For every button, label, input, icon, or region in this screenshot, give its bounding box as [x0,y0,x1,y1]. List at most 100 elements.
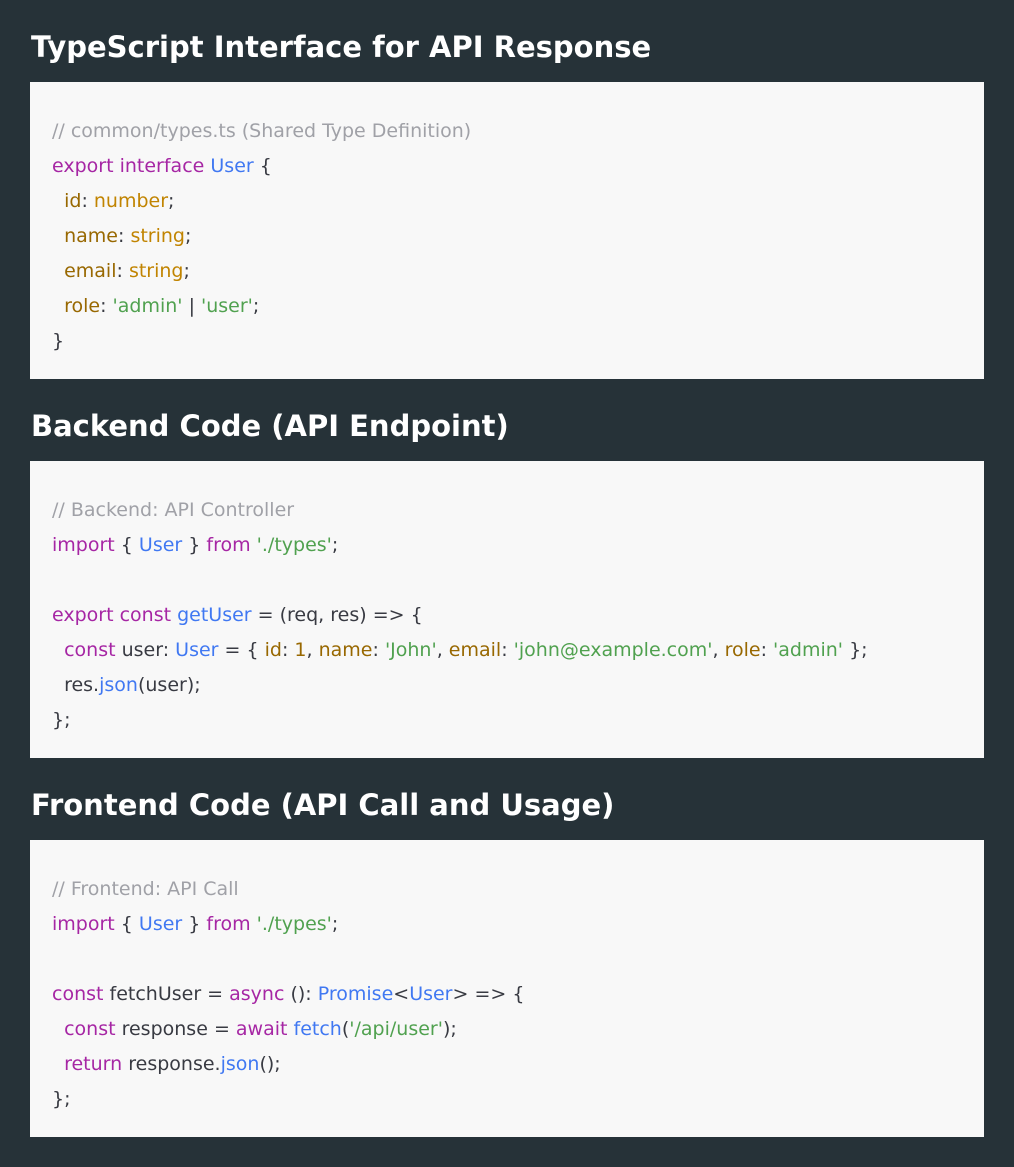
code-token-plain: (user); [137,674,201,696]
code-token-plain: : [116,260,129,282]
code-token-plain [52,639,64,661]
code-token-keyword: from [206,534,251,556]
code-block: // Backend: API Controller import { User … [30,461,984,758]
code-token-plain: ; [252,295,260,317]
code-token-plain: ; [331,913,339,935]
code-token-keyword: const [64,639,116,661]
code-token-func: fetch [293,1018,342,1040]
code-line: const fetchUser = async (): Promise<User… [52,977,984,1012]
code-token-keyword: from [206,913,251,935]
code-token-plain: fetchUser = [103,983,230,1005]
code-token-type: Promise [317,983,394,1005]
code-token-plain: ); [442,1018,457,1040]
code-token-string: 'john@example.com' [513,639,713,661]
code-line: import { User } from './types'; [52,528,984,563]
code-token-plain: }; [843,639,868,661]
code-token-keyword: const [119,604,172,626]
code-token-plain: < [393,983,410,1005]
code-token-keyword: return [64,1053,123,1075]
code-token-plain: , [712,639,725,661]
code-token-prop: id [64,190,82,212]
code-token-plain: (): [284,983,318,1005]
code-token-plain: , [306,639,319,661]
code-token-plain: > => { [452,983,525,1005]
code-token-plain: : [501,639,514,661]
code-token-type: User [138,913,183,935]
code-token-keyword: await [235,1018,288,1040]
code-token-keyword: const [52,983,104,1005]
code-token-type: User [210,155,254,177]
code-token-plain: response. [122,1053,221,1075]
blank-code-line [52,563,984,598]
code-token-plain: ; [184,225,192,247]
code-token-plain: ; [168,190,175,212]
code-token-comment: // Frontend: API Call [52,878,239,900]
code-token-prop: email [448,639,502,661]
code-token-type: User [409,983,453,1005]
code-line: // Backend: API Controller [52,493,984,528]
code-token-plain: : [760,639,774,661]
code-token-string: 'admin' [773,639,844,661]
code-token-plain: : [81,190,94,212]
code-token-plain: { [114,913,139,935]
code-token-plain: response = [115,1018,236,1040]
code-token-string: './types' [256,534,332,556]
code-token-plain [52,190,64,212]
code-token-comment: // common/types.ts (Shared Type Definiti… [52,120,472,142]
code-token-string: 'John' [384,639,437,661]
code-line: email: string; [52,254,984,289]
code-line: } [52,324,984,359]
code-token-prop: name [64,225,118,247]
code-token-prim: number [93,190,169,212]
code-token-plain: } [182,913,207,935]
code-token-plain: = (req, res) => { [251,604,423,626]
code-token-keyword: interface [119,155,205,177]
code-token-plain: : [117,225,131,247]
code-token-plain: (); [259,1053,281,1075]
code-token-prim: string [128,260,184,282]
code-token-func: json [99,674,138,696]
code-token-plain: = { [218,639,265,661]
code-token-comment: // Backend: API Controller [52,499,295,521]
code-token-plain: }; [52,709,71,731]
code-token-keyword: import [52,913,115,935]
code-token-plain: user: [115,639,176,661]
code-token-func: json [220,1053,260,1075]
code-token-keyword: export [52,604,114,626]
code-token-plain: { [114,534,139,556]
code-token-plain: | [182,295,202,317]
code-line: name: string; [52,219,984,254]
code-line: // common/types.ts (Shared Type Definiti… [52,114,984,149]
code-token-plain: res. [52,674,100,696]
code-token-plain: } [182,534,207,556]
code-line: role: 'admin' | 'user'; [52,289,984,324]
code-token-prop: name [318,639,373,661]
code-token-string: 'admin' [112,295,183,317]
section-title: Frontend Code (API Call and Usage) [31,788,615,822]
code-token-plain: }; [52,1088,71,1110]
code-token-prop: role [724,639,761,661]
code-token-plain [52,225,64,247]
code-token-prop: role [64,295,101,317]
code-token-prop: email [64,260,117,282]
code-token-plain [52,1018,64,1040]
code-line: res.json(user); [52,668,984,703]
code-token-plain: ( [341,1018,350,1040]
code-line: import { User } from './types'; [52,907,984,942]
code-token-number: 1 [294,639,307,661]
code-line: id: number; [52,184,984,219]
code-line: return response.json(); [52,1047,984,1082]
code-token-string: '/api/user' [349,1018,443,1040]
code-token-keyword: import [52,534,115,556]
code-token-plain [52,295,64,317]
code-token-keyword: export [52,155,114,177]
section-title: Backend Code (API Endpoint) [31,409,509,443]
section-title: TypeScript Interface for API Response [31,30,652,64]
code-token-type: User [175,639,219,661]
code-token-plain: : [281,639,295,661]
code-line: // Frontend: API Call [52,872,984,907]
code-token-plain: { [253,155,272,177]
code-token-plain: : [372,639,385,661]
code-token-plain [52,260,64,282]
code-line: }; [52,703,984,738]
